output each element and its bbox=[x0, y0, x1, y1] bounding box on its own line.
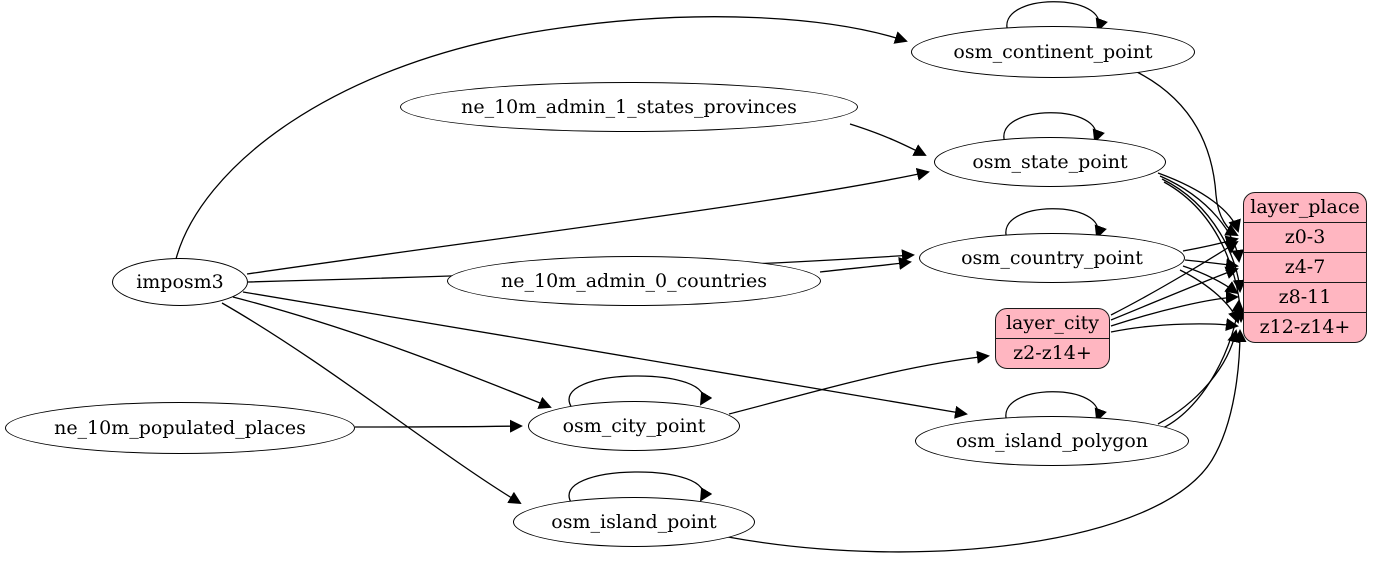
node-imposm3-label: imposm3 bbox=[136, 271, 224, 293]
node-layer_place: layer_place z0-3 z4-7 z8-11 z12-z14+ bbox=[1243, 192, 1367, 343]
node-osm_state_point-label: osm_state_point bbox=[972, 151, 1128, 173]
edge-osm_island_polygon-layer_place-z12-z14 bbox=[1157, 329, 1241, 425]
edge-osm_country_point-self bbox=[1005, 208, 1107, 240]
edge-osm_country_point-layer_place-z4-7 bbox=[1184, 258, 1239, 271]
node-ne_10m_populated_places: ne_10m_populated_places bbox=[5, 402, 355, 454]
edge-osm_city_point-layer_city-z2-z14 bbox=[728, 350, 990, 415]
node-osm_island_polygon: osm_island_polygon bbox=[915, 416, 1189, 466]
node-osm_city_point-label: osm_city_point bbox=[562, 415, 706, 437]
edge-osm_continent_point-layer_place-z0-3 bbox=[1136, 71, 1239, 236]
node-osm_country_point-label: osm_country_point bbox=[961, 247, 1143, 269]
node-ne_10m_admin_1_states_provinces-label: ne_10m_admin_1_states_provinces bbox=[461, 96, 797, 118]
layer_place-row-z4-7: z4-7 bbox=[1244, 252, 1366, 282]
layer_place-row-z12-z14: z12-z14+ bbox=[1244, 312, 1366, 342]
edge-imposm3-osm_state_point bbox=[246, 167, 930, 275]
node-imposm3: imposm3 bbox=[112, 258, 248, 306]
edge-osm_island_polygon-self bbox=[1005, 391, 1107, 423]
node-osm_continent_point: osm_continent_point bbox=[911, 26, 1195, 78]
node-ne_10m_populated_places-label: ne_10m_populated_places bbox=[54, 417, 306, 439]
edge-ne_10m_admin_0_countries-osm_country_point bbox=[819, 257, 912, 273]
edge-ne_10m_admin_1_states_provinces-osm_state_point bbox=[849, 123, 927, 156]
edge-osm_state_point-self bbox=[1003, 112, 1105, 144]
node-osm_country_point: osm_country_point bbox=[919, 233, 1185, 283]
edge-layer_city-layer_place-z4-7 bbox=[1110, 266, 1239, 321]
layer_place-title: layer_place bbox=[1250, 196, 1360, 218]
node-osm_island_point: osm_island_point bbox=[513, 497, 755, 547]
edge-osm_continent_point-self bbox=[1006, 1, 1108, 33]
edge-ne_10m_populated_places-osm_city_point bbox=[354, 419, 523, 433]
edge-osm_island_point-layer_place-z12-z14 bbox=[727, 329, 1247, 553]
layer_city-title: layer_city bbox=[1005, 312, 1100, 334]
edge-layer_city-layer_place-z12-z14 bbox=[1110, 318, 1239, 333]
node-osm_state_point: osm_state_point bbox=[934, 137, 1166, 187]
edge-osm_city_point-self bbox=[568, 375, 713, 409]
edge-osm_island_polygon-layer_place-z8-11 bbox=[1162, 299, 1245, 429]
edge-osm_country_point-layer_place-z0-3 bbox=[1182, 235, 1239, 252]
edge-osm_state_point-layer_place-z8-11 bbox=[1161, 178, 1246, 293]
edge-layer_city-layer_place-z0-3 bbox=[1110, 240, 1239, 316]
node-ne_10m_admin_1_states_provinces: ne_10m_admin_1_states_provinces bbox=[400, 82, 858, 132]
node-osm_island_point-label: osm_island_point bbox=[551, 511, 717, 533]
node-osm_island_polygon-label: osm_island_polygon bbox=[955, 430, 1149, 452]
node-ne_10m_admin_0_countries-label: ne_10m_admin_0_countries bbox=[501, 270, 767, 292]
edge-osm_country_point-layer_place-z8-11 bbox=[1182, 265, 1239, 295]
edge-imposm3-osm_island_polygon bbox=[242, 291, 968, 419]
edge-osm_country_point-layer_place-z12-z14 bbox=[1179, 269, 1241, 324]
edge-imposm3-osm_city_point bbox=[232, 296, 552, 409]
edge-osm_island_point-self bbox=[568, 471, 713, 505]
layer_place-row-z0-3: z0-3 bbox=[1244, 222, 1366, 252]
node-ne_10m_admin_0_countries: ne_10m_admin_0_countries bbox=[447, 256, 821, 306]
node-layer_city: layer_city z2-z14+ bbox=[995, 308, 1110, 369]
edge-imposm3-osm_continent_point bbox=[175, 16, 908, 260]
node-osm_continent_point-label: osm_continent_point bbox=[953, 41, 1153, 63]
layer_place-row-z8-11: z8-11 bbox=[1244, 282, 1366, 312]
edge-osm_state_point-layer_place-z0-3 bbox=[1157, 172, 1241, 233]
edge-imposm3-osm_island_point bbox=[221, 302, 522, 505]
edge-layer_city-layer_place-z8-11 bbox=[1110, 290, 1239, 327]
node-osm_city_point: osm_city_point bbox=[528, 401, 740, 451]
layer_city-row-z2-z14: z2-z14+ bbox=[996, 338, 1109, 368]
